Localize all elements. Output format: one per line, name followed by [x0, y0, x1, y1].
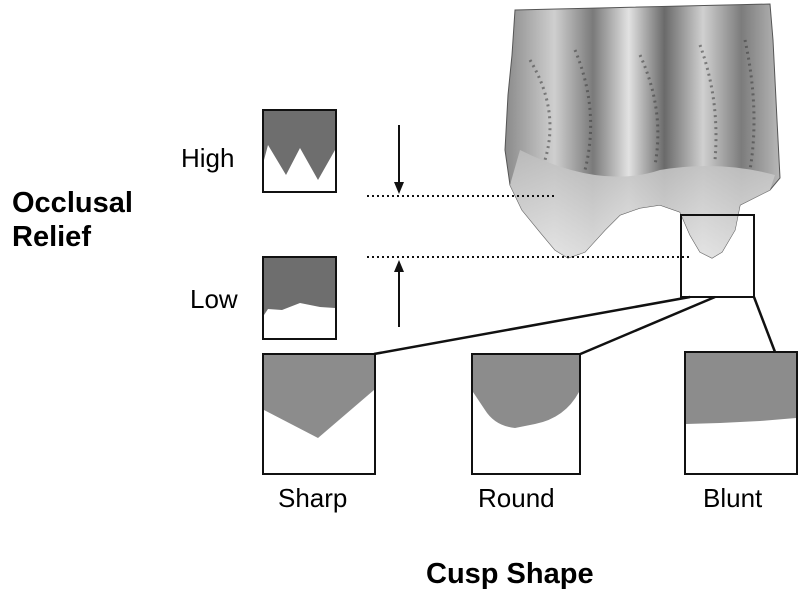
- high-relief-box: [263, 110, 336, 192]
- sharp-label: Sharp: [278, 483, 347, 514]
- cusp-shape-title: Cusp Shape: [426, 558, 594, 591]
- occlusal-relief-title-line2: Relief: [12, 220, 133, 254]
- blunt-label: Blunt: [703, 483, 762, 514]
- occlusal-relief-title: Occlusal Relief: [12, 186, 133, 254]
- round-cusp-box: [472, 354, 580, 474]
- relief-arrow-up: [394, 260, 404, 327]
- tooth-illustration: [505, 4, 780, 258]
- round-label: Round: [478, 483, 555, 514]
- sharp-cusp-box: [263, 354, 375, 474]
- occlusal-relief-title-line1: Occlusal: [12, 186, 133, 220]
- low-label: Low: [190, 284, 238, 315]
- low-relief-box: [263, 257, 336, 339]
- relief-arrow-down: [394, 125, 404, 194]
- connector-blunt: [754, 297, 775, 352]
- connector-sharp: [374, 297, 690, 354]
- high-label: High: [181, 143, 234, 174]
- blunt-cusp-box: [685, 352, 797, 474]
